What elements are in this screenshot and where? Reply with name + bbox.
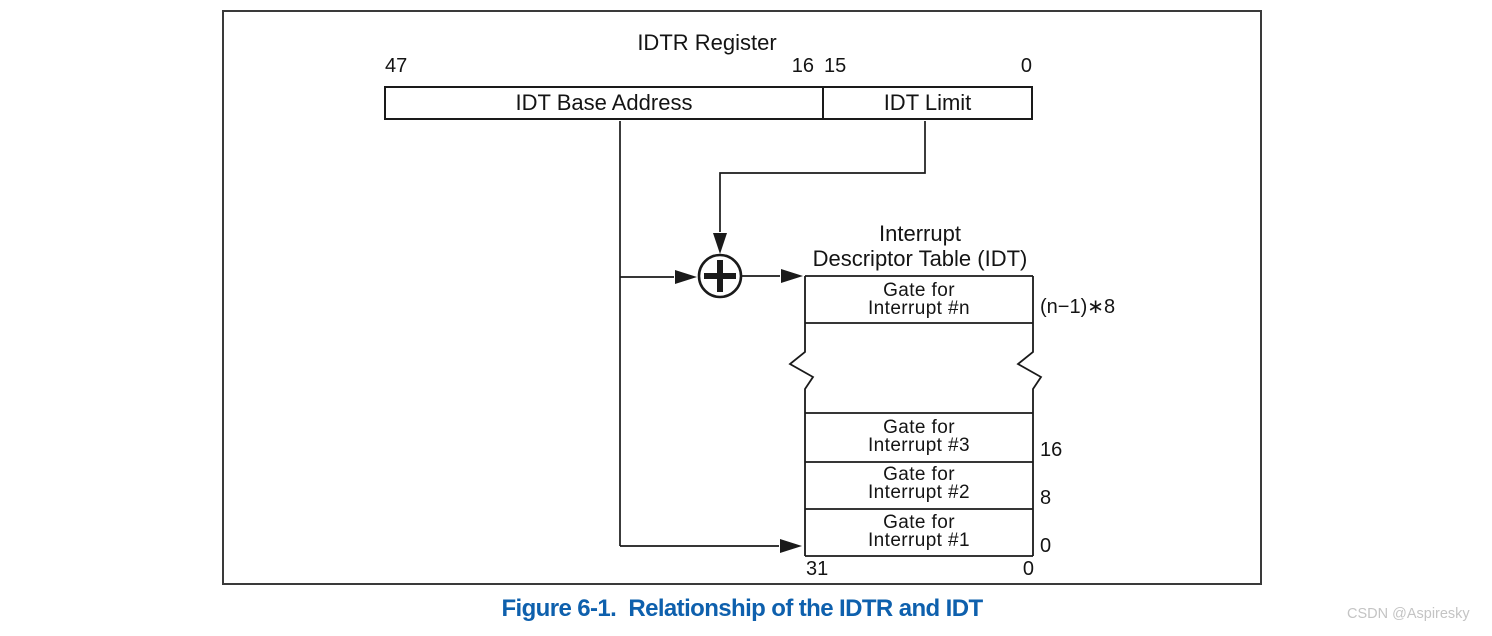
idt-limit-field: IDT Limit	[883, 90, 972, 115]
gate-1-line2: Interrupt #1	[868, 530, 970, 551]
bit-label-15: 15	[824, 55, 847, 77]
idtr-register-box: IDT Base Address IDT Limit	[384, 86, 1033, 120]
watermark-text: CSDN @Aspiresky	[1347, 606, 1470, 622]
idt-base-address-field: IDT Base Address	[386, 88, 824, 118]
bit-label-47: 47	[385, 55, 408, 77]
gate-3-line1: Gate for	[883, 417, 955, 438]
figure-caption: Figure 6-1. Relationship of the IDTR and…	[501, 595, 983, 622]
offset-label-16: 16	[1040, 439, 1063, 461]
gate-2-line2: Interrupt #2	[868, 482, 970, 503]
bit-label-0-register: 0	[1020, 55, 1032, 77]
offset-label-n: (n−1)∗8	[1040, 296, 1116, 318]
idtr-register-title: IDTR Register	[637, 30, 777, 55]
idt-row-gate-3: Gate for Interrupt #3	[807, 417, 1031, 456]
bit-label-16: 16	[791, 55, 814, 77]
bit-label-31: 31	[806, 558, 829, 580]
gate-1-line1: Gate for	[883, 512, 955, 533]
offset-label-8: 8	[1040, 487, 1052, 509]
gate-n-line2: Interrupt #n	[868, 298, 970, 319]
idt-row-gate-1: Gate for Interrupt #1	[807, 512, 1031, 551]
bit-label-0-table: 0	[1022, 558, 1034, 580]
idt-title-line1: Interrupt	[879, 221, 961, 246]
offset-label-0: 0	[1040, 535, 1052, 557]
gate-2-line1: Gate for	[883, 464, 955, 485]
figure-frame	[222, 10, 1262, 585]
idt-row-gate-2: Gate for Interrupt #2	[807, 464, 1031, 503]
gate-n-line1: Gate for	[883, 280, 955, 301]
idt-table-title: Interrupt Descriptor Table (IDT)	[775, 221, 1065, 271]
gate-3-line2: Interrupt #3	[868, 435, 970, 456]
idt-title-line2: Descriptor Table (IDT)	[812, 246, 1028, 271]
idt-row-gate-n: Gate for Interrupt #n	[807, 280, 1031, 319]
